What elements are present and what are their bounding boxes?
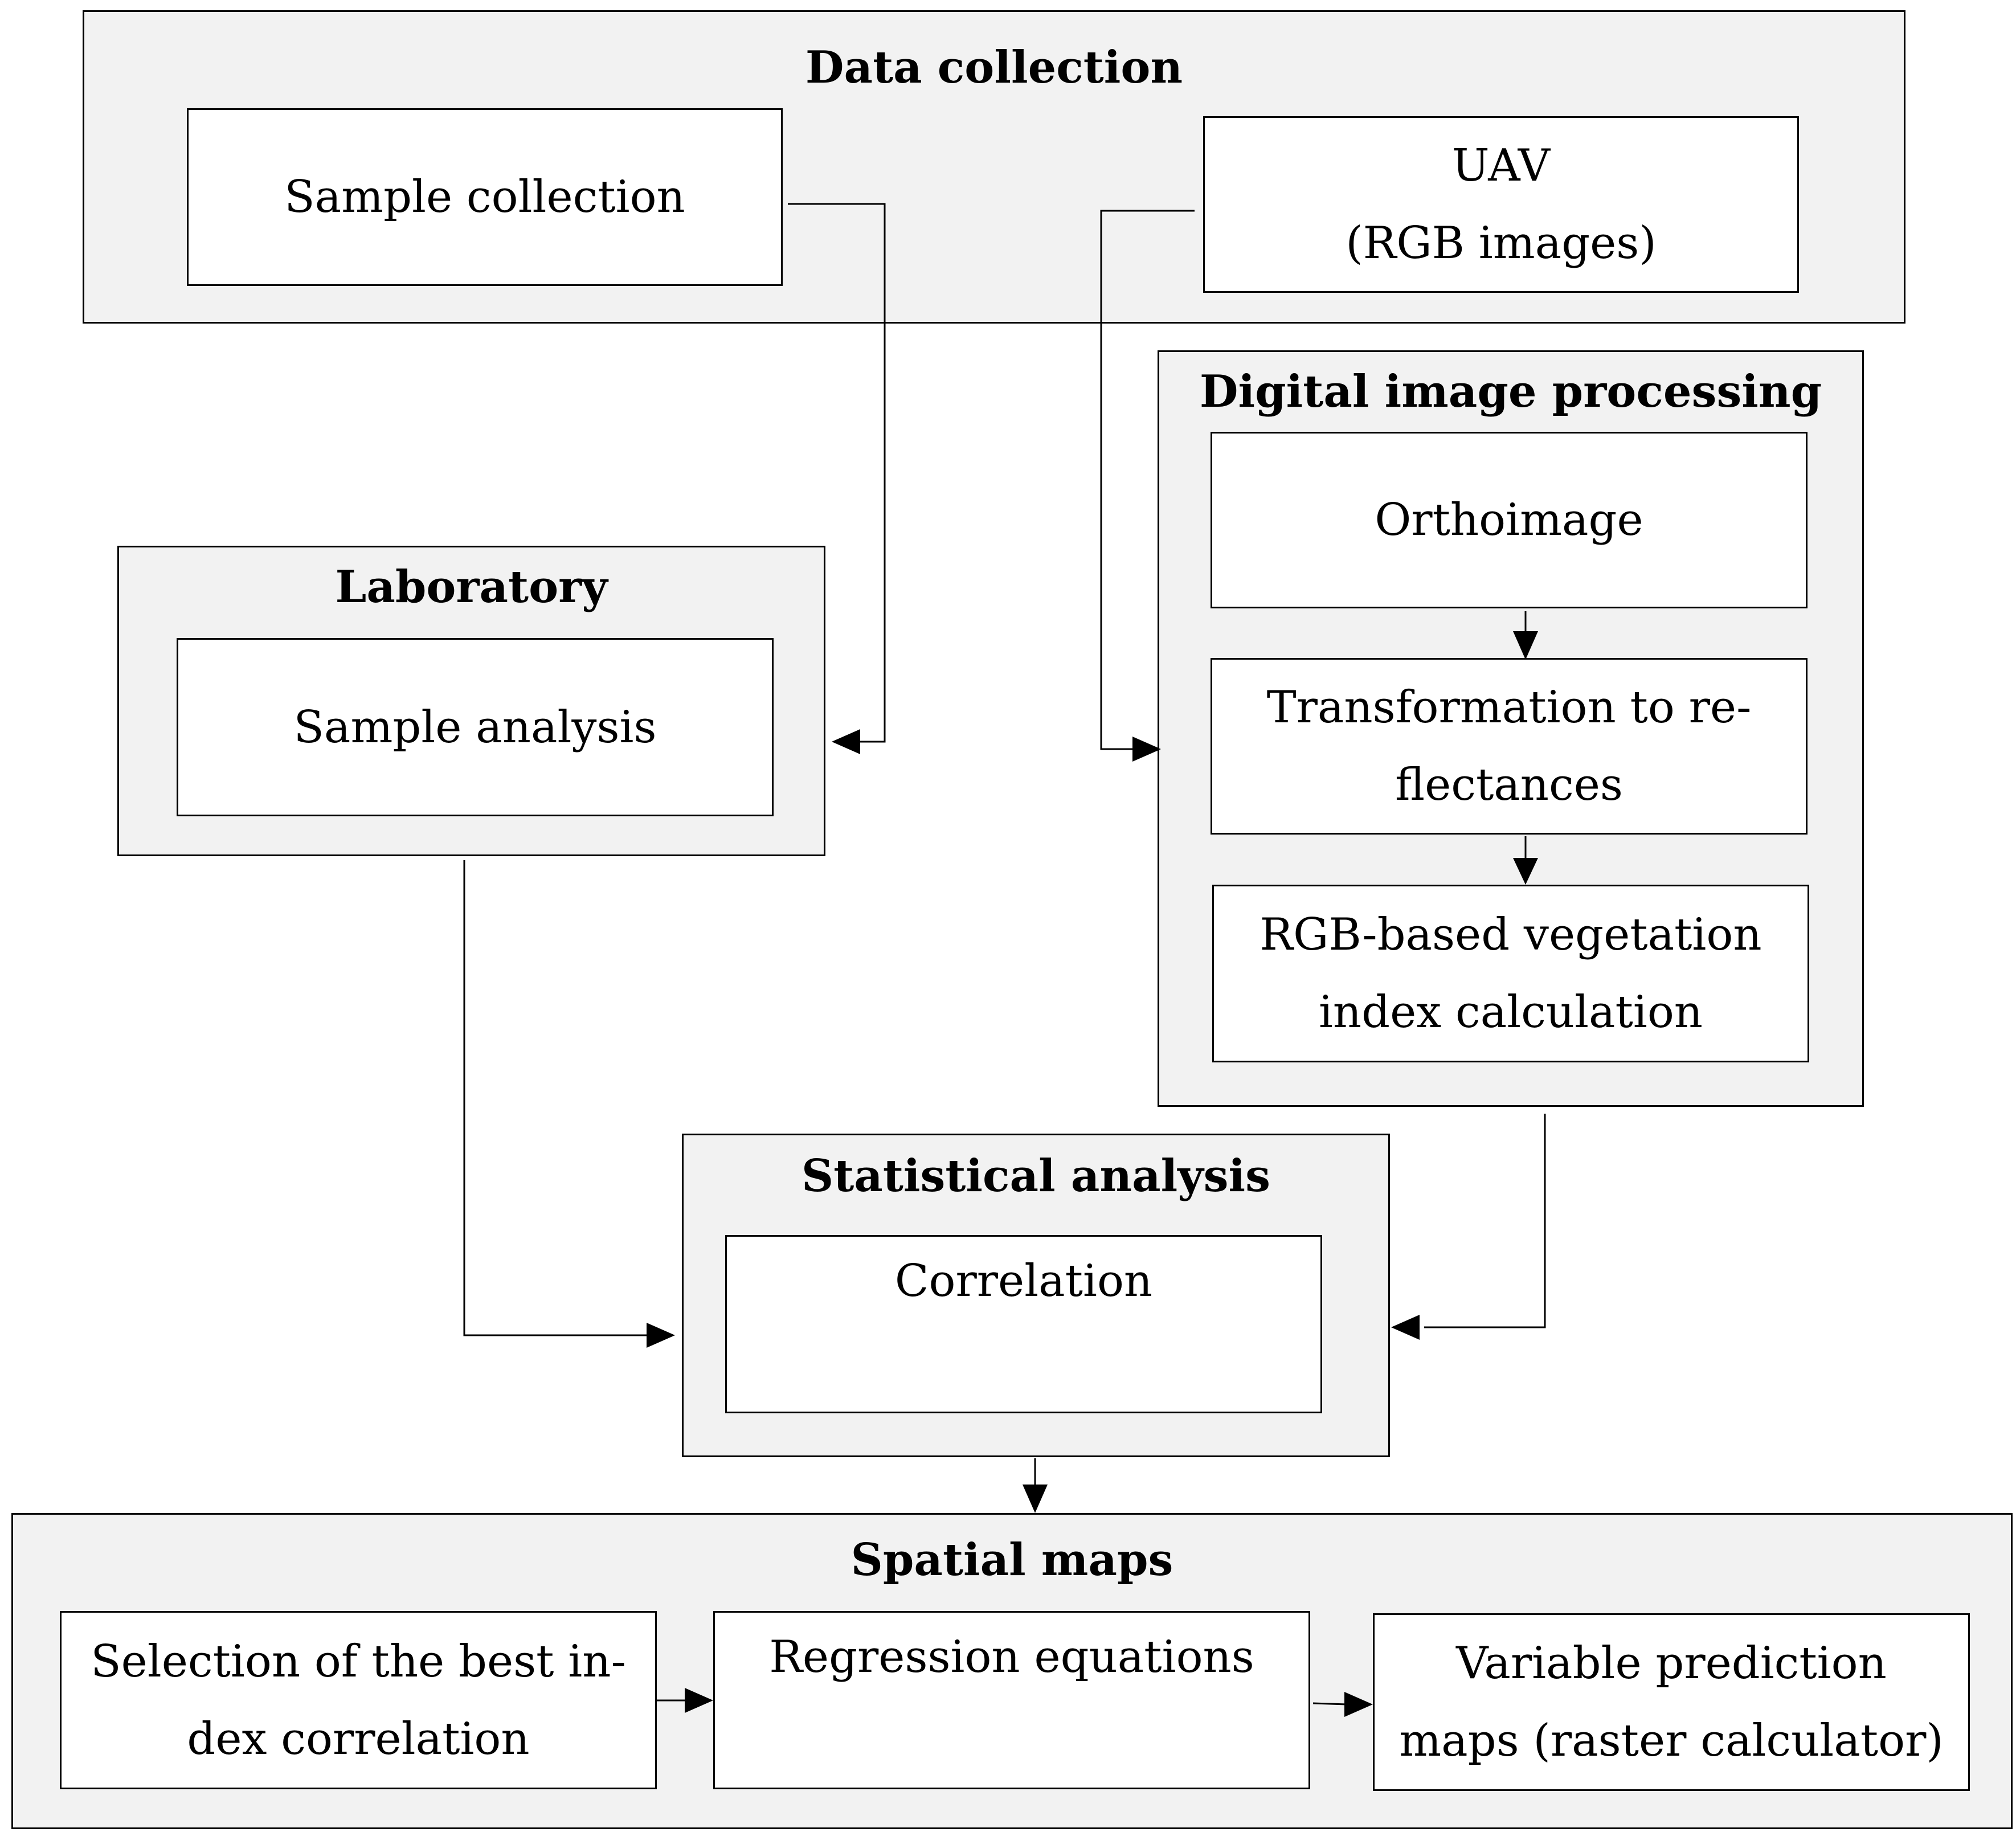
group-title-spatial-maps: Spatial maps bbox=[850, 1534, 1173, 1586]
box-vegetation-index[interactable]: RGB-based vegetation index calculation bbox=[1212, 885, 1809, 1062]
box-label-transformation: Transformation to re- flectances bbox=[1266, 682, 1752, 811]
box-regression[interactable]: Regression equations bbox=[713, 1611, 1310, 1789]
box-label-vegetation-index: RGB-based vegetation index calculation bbox=[1260, 909, 1762, 1038]
box-label-regression: Regression equations bbox=[769, 1631, 1254, 1683]
group-title-data-collection: Data collection bbox=[805, 42, 1183, 93]
box-label-correlation: Correlation bbox=[894, 1256, 1153, 1307]
box-label-selection: Selection of the best in- dex correlatio… bbox=[91, 1635, 626, 1765]
arrowhead-statistical-spatial bbox=[1023, 1485, 1048, 1513]
box-orthoimage[interactable]: Orthoimage bbox=[1211, 432, 1808, 608]
box-label-sample-collection: Sample collection bbox=[284, 171, 685, 223]
box-label-sample-analysis: Sample analysis bbox=[293, 701, 657, 753]
box-sample-collection[interactable]: Sample collection bbox=[187, 108, 783, 286]
group-title-statistical-analysis: Statistical analysis bbox=[801, 1150, 1271, 1202]
box-prediction-maps[interactable]: Variable prediction maps (raster calcula… bbox=[1373, 1613, 1970, 1791]
arrowhead-laboratory-statistical bbox=[647, 1323, 675, 1348]
group-title-digital-image-processing: Digital image processing bbox=[1199, 366, 1822, 418]
box-uav[interactable]: UAV (RGB images) bbox=[1203, 116, 1799, 293]
box-label-orthoimage: Orthoimage bbox=[1375, 494, 1643, 546]
box-transformation[interactable]: Transformation to re- flectances bbox=[1211, 658, 1808, 835]
arrowhead-laboratory bbox=[832, 729, 860, 754]
box-sample-analysis[interactable]: Sample analysis bbox=[177, 638, 774, 816]
box-label-uav: UAV (RGB images) bbox=[1346, 140, 1657, 269]
box-selection[interactable]: Selection of the best in- dex correlatio… bbox=[60, 1611, 657, 1789]
box-label-prediction-maps: Variable prediction maps (raster calcula… bbox=[1399, 1638, 1944, 1766]
connector-dip-to-statistical bbox=[1424, 1114, 1546, 1328]
box-correlation[interactable]: Correlation bbox=[725, 1235, 1322, 1413]
group-title-laboratory: Laboratory bbox=[335, 561, 608, 613]
arrowhead-dip-statistical bbox=[1391, 1315, 1420, 1340]
connector-laboratory-to-statistical bbox=[463, 860, 648, 1336]
arrowhead-transformation bbox=[1132, 737, 1161, 762]
